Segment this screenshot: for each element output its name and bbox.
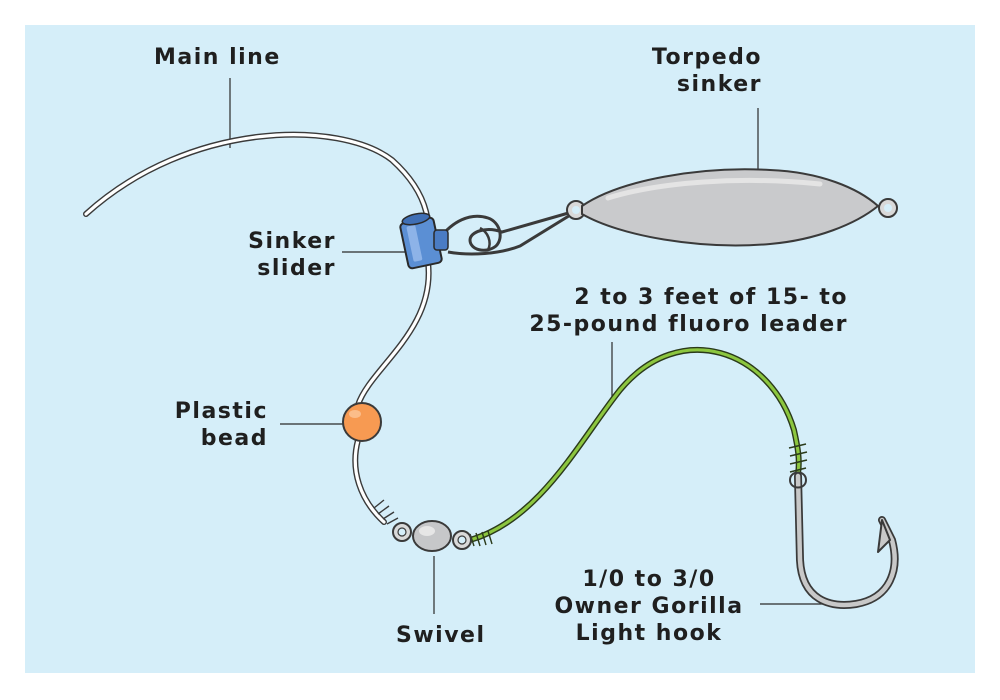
sinker-slider-label: Sinker slider — [228, 228, 336, 282]
swivel-label: Swivel — [396, 623, 486, 648]
leader-label: 2 to 3 feet of 15- to 25-pound fluoro le… — [520, 284, 848, 338]
sinker-slider-label-line1: Sinker — [248, 229, 336, 254]
plastic-bead — [342, 402, 382, 442]
torpedo-sinker — [566, 168, 898, 247]
torpedo-sinker-label: Torpedo sinker — [638, 44, 762, 98]
leader-knot-hook — [788, 443, 808, 473]
swivel — [392, 520, 472, 552]
line-knot — [373, 499, 399, 525]
main-line — [83, 131, 432, 525]
leader-label-line1: 2 to 3 feet of 15- to — [574, 285, 848, 310]
hook-label-line1: 1/0 to 3/0 — [582, 567, 716, 592]
hook-label: 1/0 to 3/0 Owner Gorilla Light hook — [540, 566, 758, 647]
callout-lines — [229, 78, 826, 614]
hook-label-line3: Light hook — [575, 621, 723, 646]
torpedo-sinker-label-line1: Torpedo — [651, 45, 762, 70]
snap-clip — [438, 210, 573, 256]
main-line-label: Main line — [154, 45, 281, 70]
hook-label-line2: Owner Gorilla — [554, 594, 744, 619]
fluoro-leader — [467, 347, 808, 547]
torpedo-sinker-label-line2: sinker — [676, 72, 762, 97]
plastic-bead-label-line1: Plastic — [174, 399, 268, 424]
plastic-bead-label: Plastic bead — [150, 398, 268, 452]
diagram-background — [25, 25, 975, 673]
sinker-slider-label-line2: slider — [257, 256, 336, 281]
fishing-hook — [788, 471, 899, 609]
sinker-slider — [399, 212, 449, 270]
leader-label-line2: 25-pound fluoro leader — [529, 312, 848, 337]
plastic-bead-label-line2: bead — [200, 426, 268, 451]
